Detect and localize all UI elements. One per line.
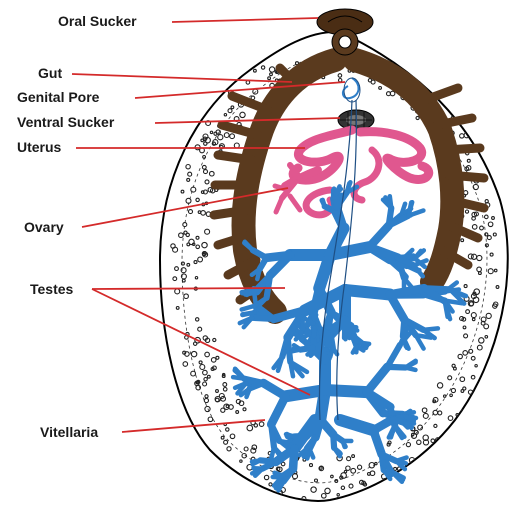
leader-oral-sucker: [172, 18, 318, 22]
testis-branch: [343, 441, 346, 447]
label-genital-pore: Genital Pore: [17, 89, 100, 105]
labels: Oral Sucker Gut Genital Pore Ventral Suc…: [17, 13, 137, 440]
testis-branch: [247, 388, 250, 397]
vitelline-follicle: [442, 440, 445, 443]
testis-branch: [233, 377, 244, 379]
vitelline-follicle: [428, 77, 431, 80]
testis-branch: [257, 269, 259, 279]
testis-branch: [242, 312, 254, 315]
testis-branch: [266, 255, 290, 258]
testis-branch: [314, 329, 315, 336]
vitelline-follicle: [423, 74, 428, 79]
label-ventral-sucker: Ventral Sucker: [17, 114, 115, 130]
label-oral-sucker: Oral Sucker: [58, 13, 137, 29]
testis-branch: [252, 460, 260, 461]
label-gut: Gut: [38, 65, 62, 81]
vitelline-follicle: [432, 81, 435, 84]
testis-branch: [275, 476, 284, 477]
testis-branch: [254, 288, 256, 305]
testis-branch: [252, 318, 274, 319]
testis-branch: [267, 275, 271, 297]
vitelline-follicle: [404, 481, 408, 485]
testis-branch: [271, 424, 274, 447]
testis-branch: [293, 448, 294, 469]
testis-branch: [345, 290, 390, 295]
vitelline-follicle: [420, 69, 424, 73]
label-uterus: Uterus: [17, 139, 62, 155]
testis-branch: [361, 343, 367, 346]
testis-branch: [323, 200, 325, 207]
vitelline-follicle: [370, 497, 374, 501]
vitelline-follicle: [384, 485, 387, 488]
testis-branch: [291, 350, 300, 352]
testis-branch: [445, 302, 448, 317]
leader-testes-1: [92, 288, 285, 289]
label-testes: Testes: [30, 281, 74, 297]
testis-branch: [325, 390, 367, 392]
vitelline-follicle: [390, 480, 395, 485]
label-vitellaria: Vitellaria: [40, 424, 98, 440]
label-ovary: Ovary: [24, 219, 64, 235]
